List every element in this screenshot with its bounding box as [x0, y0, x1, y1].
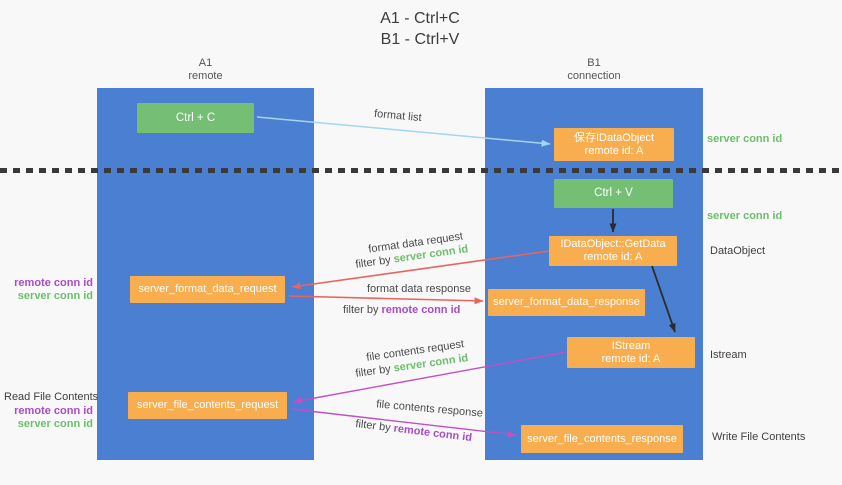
arrow-format-data-response	[288, 295, 484, 305]
left-label-read-file-contents: Read File Contents	[4, 391, 99, 403]
phase-divider-dotted-line	[0, 168, 842, 173]
node-file-response-label: server_file_contents_response	[527, 432, 677, 445]
node-server-file-contents-request: server_file_contents_request	[128, 392, 287, 419]
column-b-role: connection	[567, 70, 621, 82]
node-server-format-data-response: server_format_data_response	[488, 289, 645, 316]
node-ctrl-c-label: Ctrl + C	[175, 111, 216, 124]
left-server-conn-id-2: server conn id	[17, 418, 93, 430]
node-ctrl-v-label: Ctrl + V	[594, 187, 633, 199]
node-ctrl-v: Ctrl + V	[554, 179, 673, 208]
filter-by-text: filter by	[354, 417, 395, 435]
node-file-request-label: server_file_contents_request	[136, 399, 279, 411]
node-istream: IStream remote id: A	[567, 337, 695, 368]
side-label-istream: Istream	[710, 349, 747, 361]
remote-conn-id-text: remote conn id	[381, 304, 461, 316]
left-remote-conn-id-2: remote conn id	[14, 405, 93, 417]
node-server-format-data-request: server_format_data_request	[130, 276, 285, 303]
node-ctrl-c: Ctrl + C	[137, 103, 254, 133]
diagram-title: A1 - Ctrl+C B1 - Ctrl+V	[290, 8, 550, 50]
node-server-file-contents-response: server_file_contents_response	[521, 425, 683, 453]
node-istream-line2: remote id: A	[601, 352, 661, 365]
node-istream-line1: IStream	[611, 339, 651, 352]
side-label-server-conn-id-mid: server conn id	[707, 210, 783, 222]
edge-label-format-list: format list	[373, 107, 423, 125]
filter-by-text: filter by	[354, 362, 395, 380]
left-label-conn-ids-2: remote conn id server conn id	[4, 405, 93, 431]
edge-label-filter-remote-2: filter by remote conn id	[355, 418, 473, 444]
left-label-conn-ids-1: remote conn id server conn id	[4, 277, 93, 303]
left-remote-conn-id-1: remote conn id	[14, 277, 93, 289]
node-save-idataobject-line2: remote id: A	[584, 144, 644, 157]
node-save-idataobject: 保存IDataObject remote id: A	[554, 128, 674, 161]
side-label-server-conn-id-top: server conn id	[707, 133, 783, 145]
left-server-conn-id-1: server conn id	[17, 290, 93, 302]
node-format-request-label: server_format_data_request	[138, 283, 277, 295]
column-b-name: B1	[587, 57, 601, 69]
side-label-write-file-contents: Write File Contents	[712, 431, 806, 443]
title-line-2: B1 - Ctrl+V	[380, 31, 460, 48]
edge-label-file-contents-response: file contents response	[375, 398, 484, 420]
column-a-header: A1 remote	[97, 57, 314, 83]
remote-conn-id-text: remote conn id	[392, 422, 473, 445]
side-label-dataobject: DataObject	[710, 245, 766, 257]
node-save-idataobject-line1: 保存IDataObject	[573, 131, 655, 144]
title-line-1: A1 - Ctrl+C	[380, 10, 460, 27]
node-idataobject-getdata: IDataObject::GetData remote id: A	[549, 236, 677, 266]
edge-label-format-data-response: format data response	[367, 283, 471, 295]
node-getdata-line1: IDataObject::GetData	[560, 238, 666, 250]
edge-label-filter-remote-1: filter by remote conn id	[343, 304, 460, 316]
column-b-header: B1 connection	[485, 57, 703, 83]
node-format-response-label: server_format_data_response	[493, 296, 640, 308]
filter-by-text: filter by	[343, 304, 382, 316]
node-getdata-line2: remote id: A	[583, 251, 643, 263]
filter-by-text: filter by	[354, 253, 395, 271]
column-a-role: remote	[188, 70, 223, 82]
column-a-name: A1	[198, 57, 213, 69]
